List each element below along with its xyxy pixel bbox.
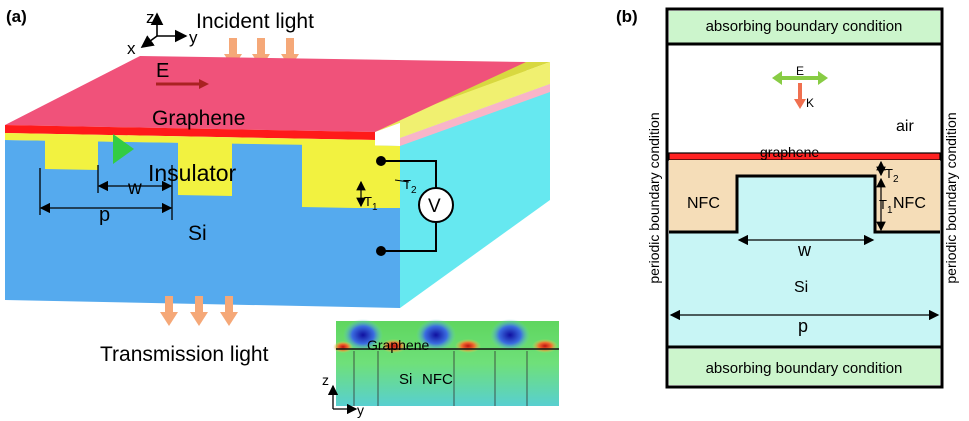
t1-label: T1 [364, 194, 378, 213]
si-side-face [400, 84, 550, 308]
p-label: p [99, 204, 110, 226]
si-label-b: Si [794, 279, 808, 296]
bottom-boundary-region [669, 349, 940, 385]
axis-y-label: y [189, 28, 198, 47]
field-lobe-red-1 [333, 341, 353, 353]
contact-top [376, 156, 386, 166]
si-ridge [737, 176, 875, 234]
p-label-b: p [798, 316, 808, 336]
graphene-side-strip [400, 84, 550, 146]
green-marker [113, 134, 134, 164]
inset-graphene-label: Graphene [367, 337, 429, 353]
t2-label: T2 [403, 177, 417, 196]
insulator-top-strip [5, 133, 375, 146]
e-arrowhead-right [818, 71, 828, 85]
circuit-wire-top [381, 160, 437, 188]
bottom-boundary-label: absorbing boundary condition [706, 360, 903, 377]
field-lobe-blue-1 [343, 319, 383, 351]
transmission-light-label: Transmission light [100, 343, 269, 366]
field-lobe-blue-2 [416, 319, 456, 351]
voltmeter [418, 187, 454, 223]
panel-b: (b) absorbing boundary condition E K air… [616, 7, 959, 389]
insulator-side-face [400, 62, 550, 138]
w-label-b: w [797, 240, 812, 260]
nfc-ridge-2 [178, 142, 232, 196]
nfc-left-label: NFC [687, 195, 720, 212]
field-lobe-blue-3 [490, 319, 530, 351]
axes-triad: z y x [127, 8, 198, 58]
nfc-ridge-1 [45, 140, 98, 170]
si-label: Si [188, 222, 207, 245]
e-field-label: E [156, 60, 169, 82]
nfc-right-label: NFC [893, 195, 926, 212]
panel-a-label: (a) [6, 7, 27, 26]
panel-a: (a) z y x Incident light [5, 7, 559, 418]
insulator-label: Insulator [148, 160, 237, 186]
top-boundary-label: absorbing boundary condition [706, 18, 903, 35]
contact-bottom [376, 246, 386, 256]
field-lobe-red-4 [532, 339, 558, 353]
transmission-arrow-2 [190, 296, 208, 326]
panel-b-label: (b) [616, 7, 638, 26]
field-lobe-red-3 [455, 339, 481, 353]
left-boundary-label: periodic boundary condition [646, 112, 662, 283]
circuit-wire-bottom [381, 222, 437, 252]
w-label: w [127, 178, 142, 199]
si-region [669, 232, 940, 347]
voltmeter-label: V [428, 196, 441, 217]
k-arrowhead [794, 99, 806, 109]
transmission-arrow-3 [220, 296, 238, 326]
graphene-label-b: graphene [760, 144, 819, 160]
nfc-ridge-edge [355, 145, 400, 208]
right-boundary-label: periodic boundary condition [943, 112, 959, 283]
t2-label-b: T2 [885, 166, 899, 185]
transmission-light-arrows [160, 296, 238, 326]
inset-si-label: Si [399, 371, 412, 388]
e-arrowhead-left [772, 71, 782, 85]
graphene-edge [5, 125, 375, 140]
incident-light-label: Incident light [196, 10, 314, 33]
t2-pointer [394, 179, 410, 183]
axis-x-label: x [127, 39, 136, 58]
k-label: K [806, 96, 814, 110]
e-label: E [796, 64, 804, 78]
axis-z-label: z [146, 8, 155, 27]
graphene-label: Graphene [152, 107, 245, 130]
top-boundary-region [669, 11, 940, 44]
inset-nfc-label: NFC [422, 371, 453, 388]
voltage-circuit: V [376, 156, 454, 256]
inset-z-label: z [322, 372, 329, 388]
transmission-arrow-1 [160, 296, 178, 326]
inset-y-label: y [357, 402, 364, 418]
t1-label-b: T1 [879, 197, 893, 216]
air-label: air [896, 118, 914, 135]
graphene-top-face [5, 56, 526, 132]
e-field-arrowhead [199, 79, 209, 89]
field-inset: Graphene Si NFC z y [322, 319, 559, 418]
si-nfc-interface [669, 174, 940, 234]
nfc-ridge-3 [302, 144, 355, 208]
